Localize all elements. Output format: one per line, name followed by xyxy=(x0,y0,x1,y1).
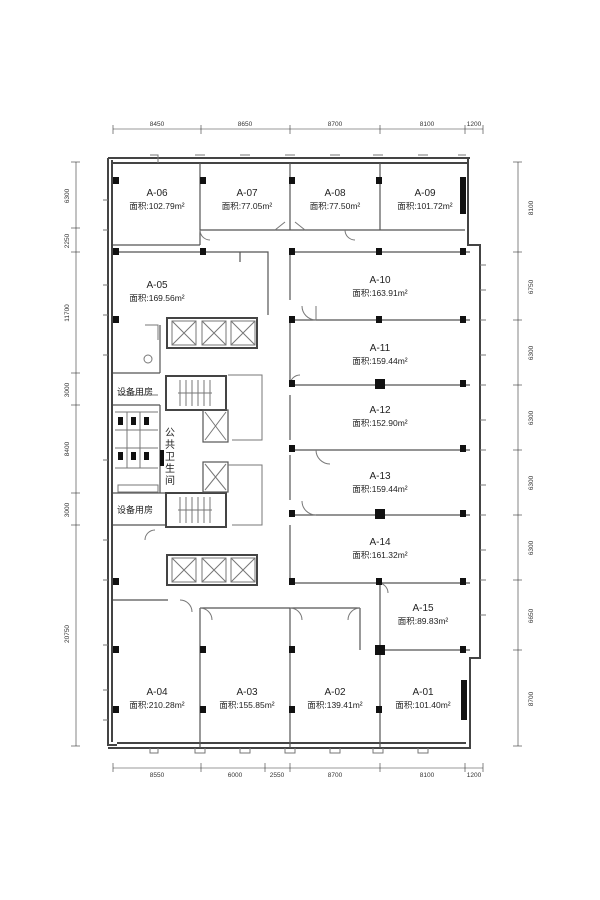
unit-a05-id: A-05 xyxy=(146,280,168,291)
unit-a11-area: 面积:159.44m² xyxy=(352,356,407,366)
dim-right-5: 6300 xyxy=(528,475,535,490)
unit-a03-area: 面积:155.85m² xyxy=(219,700,274,710)
unit-labels: A-06 面积:102.79m² A-07 面积:77.05m² A-08 面积… xyxy=(129,188,452,710)
left-dimension-line: 6300 2250 11700 3000 8400 3000 20750 xyxy=(64,161,80,747)
dim-left-4: 3000 xyxy=(64,382,71,397)
dim-bottom-4: 8700 xyxy=(328,772,343,779)
unit-a02-area: 面积:139.41m² xyxy=(307,700,362,710)
unit-a07-id: A-07 xyxy=(236,188,258,199)
dim-left-2: 2250 xyxy=(64,233,71,248)
equipment-room-label-2: 设备用房 xyxy=(117,504,153,515)
dim-bottom-1: 8550 xyxy=(150,772,165,779)
unit-a07-area: 面积:77.05m² xyxy=(222,201,273,211)
unit-a10-area: 面积:163.91m² xyxy=(352,288,407,298)
dim-left-5: 8400 xyxy=(64,441,71,456)
unit-a14-id: A-14 xyxy=(369,537,391,548)
unit-a13-id: A-13 xyxy=(369,471,391,482)
unit-a08-id: A-08 xyxy=(324,188,346,199)
equipment-room-label-1: 设备用房 xyxy=(117,386,153,397)
unit-a01-id: A-01 xyxy=(412,687,434,698)
dim-left-1: 6300 xyxy=(64,188,71,203)
dim-right-4: 6300 xyxy=(528,410,535,425)
unit-a05-area: 面积:169.56m² xyxy=(129,293,184,303)
dim-bottom-5: 8100 xyxy=(420,772,435,779)
public-toilet-char-2: 共 xyxy=(165,439,175,451)
unit-a04-area: 面积:210.28m² xyxy=(129,700,184,710)
unit-a03-id: A-03 xyxy=(236,687,258,698)
dim-right-1: 8100 xyxy=(528,200,535,215)
unit-a15-id: A-15 xyxy=(412,603,434,614)
dim-top-1: 8450 xyxy=(150,121,165,128)
public-toilet-char-4: 生 xyxy=(165,462,175,475)
unit-a08-area: 面积:77.50m² xyxy=(310,201,361,211)
dim-right-8: 8700 xyxy=(528,691,535,706)
dim-left-3: 11700 xyxy=(64,304,71,322)
public-toilet-char-3: 卫 xyxy=(165,452,175,463)
elevator-bank-bottom xyxy=(166,554,258,586)
structural-columns xyxy=(113,177,467,720)
dim-right-7: 6650 xyxy=(528,608,535,623)
dim-top-5: 1200 xyxy=(467,121,482,128)
unit-a09-id: A-09 xyxy=(414,188,436,199)
unit-a06-area: 面积:102.79m² xyxy=(129,201,184,211)
public-toilet-char-1: 公 xyxy=(165,428,175,439)
dim-top-3: 8700 xyxy=(328,121,343,128)
dim-left-6: 3000 xyxy=(64,502,71,517)
dim-top-2: 8650 xyxy=(238,121,253,128)
dim-top-4: 8100 xyxy=(420,121,435,128)
elevator-bank-top xyxy=(166,317,258,349)
dim-left-7: 20750 xyxy=(64,625,71,643)
unit-a15-area: 面积:89.83m² xyxy=(398,616,449,626)
unit-a14-area: 面积:161.32m² xyxy=(352,550,407,560)
building-outline xyxy=(103,154,486,754)
dim-right-3: 6300 xyxy=(528,345,535,360)
unit-a04-id: A-04 xyxy=(146,687,168,698)
service-core xyxy=(115,317,263,586)
service-room-labels: 设备用房 设备用房 公 共 卫 生 间 xyxy=(117,386,175,515)
dim-bottom-3: 2550 xyxy=(270,772,285,779)
unit-a02-id: A-02 xyxy=(324,687,346,698)
unit-a12-id: A-12 xyxy=(369,405,391,416)
unit-a10-id: A-10 xyxy=(369,275,391,286)
public-toilet-char-5: 间 xyxy=(165,474,175,487)
bottom-dimension-line: 8550 6000 2550 8700 8100 1200 xyxy=(112,763,484,779)
dim-right-6: 6300 xyxy=(528,540,535,555)
top-dimension-line: 8450 8650 8700 8100 1200 xyxy=(112,121,484,134)
unit-a11-id: A-11 xyxy=(370,343,391,354)
unit-a12-area: 面积:152.90m² xyxy=(352,418,407,428)
dim-right-2: 6750 xyxy=(528,279,535,294)
stair-top xyxy=(165,375,227,411)
unit-a09-area: 面积:101.72m² xyxy=(397,201,452,211)
dim-bottom-6: 1200 xyxy=(467,772,482,779)
unit-a01-area: 面积:101.40m² xyxy=(395,700,450,710)
dim-bottom-2: 6000 xyxy=(228,772,243,779)
right-dimension-line: 8100 6750 6300 6300 6300 6300 6650 8700 xyxy=(513,161,535,747)
stair-bottom xyxy=(165,492,227,528)
unit-a13-area: 面积:159.44m² xyxy=(352,484,407,494)
unit-a06-id: A-06 xyxy=(146,188,168,199)
